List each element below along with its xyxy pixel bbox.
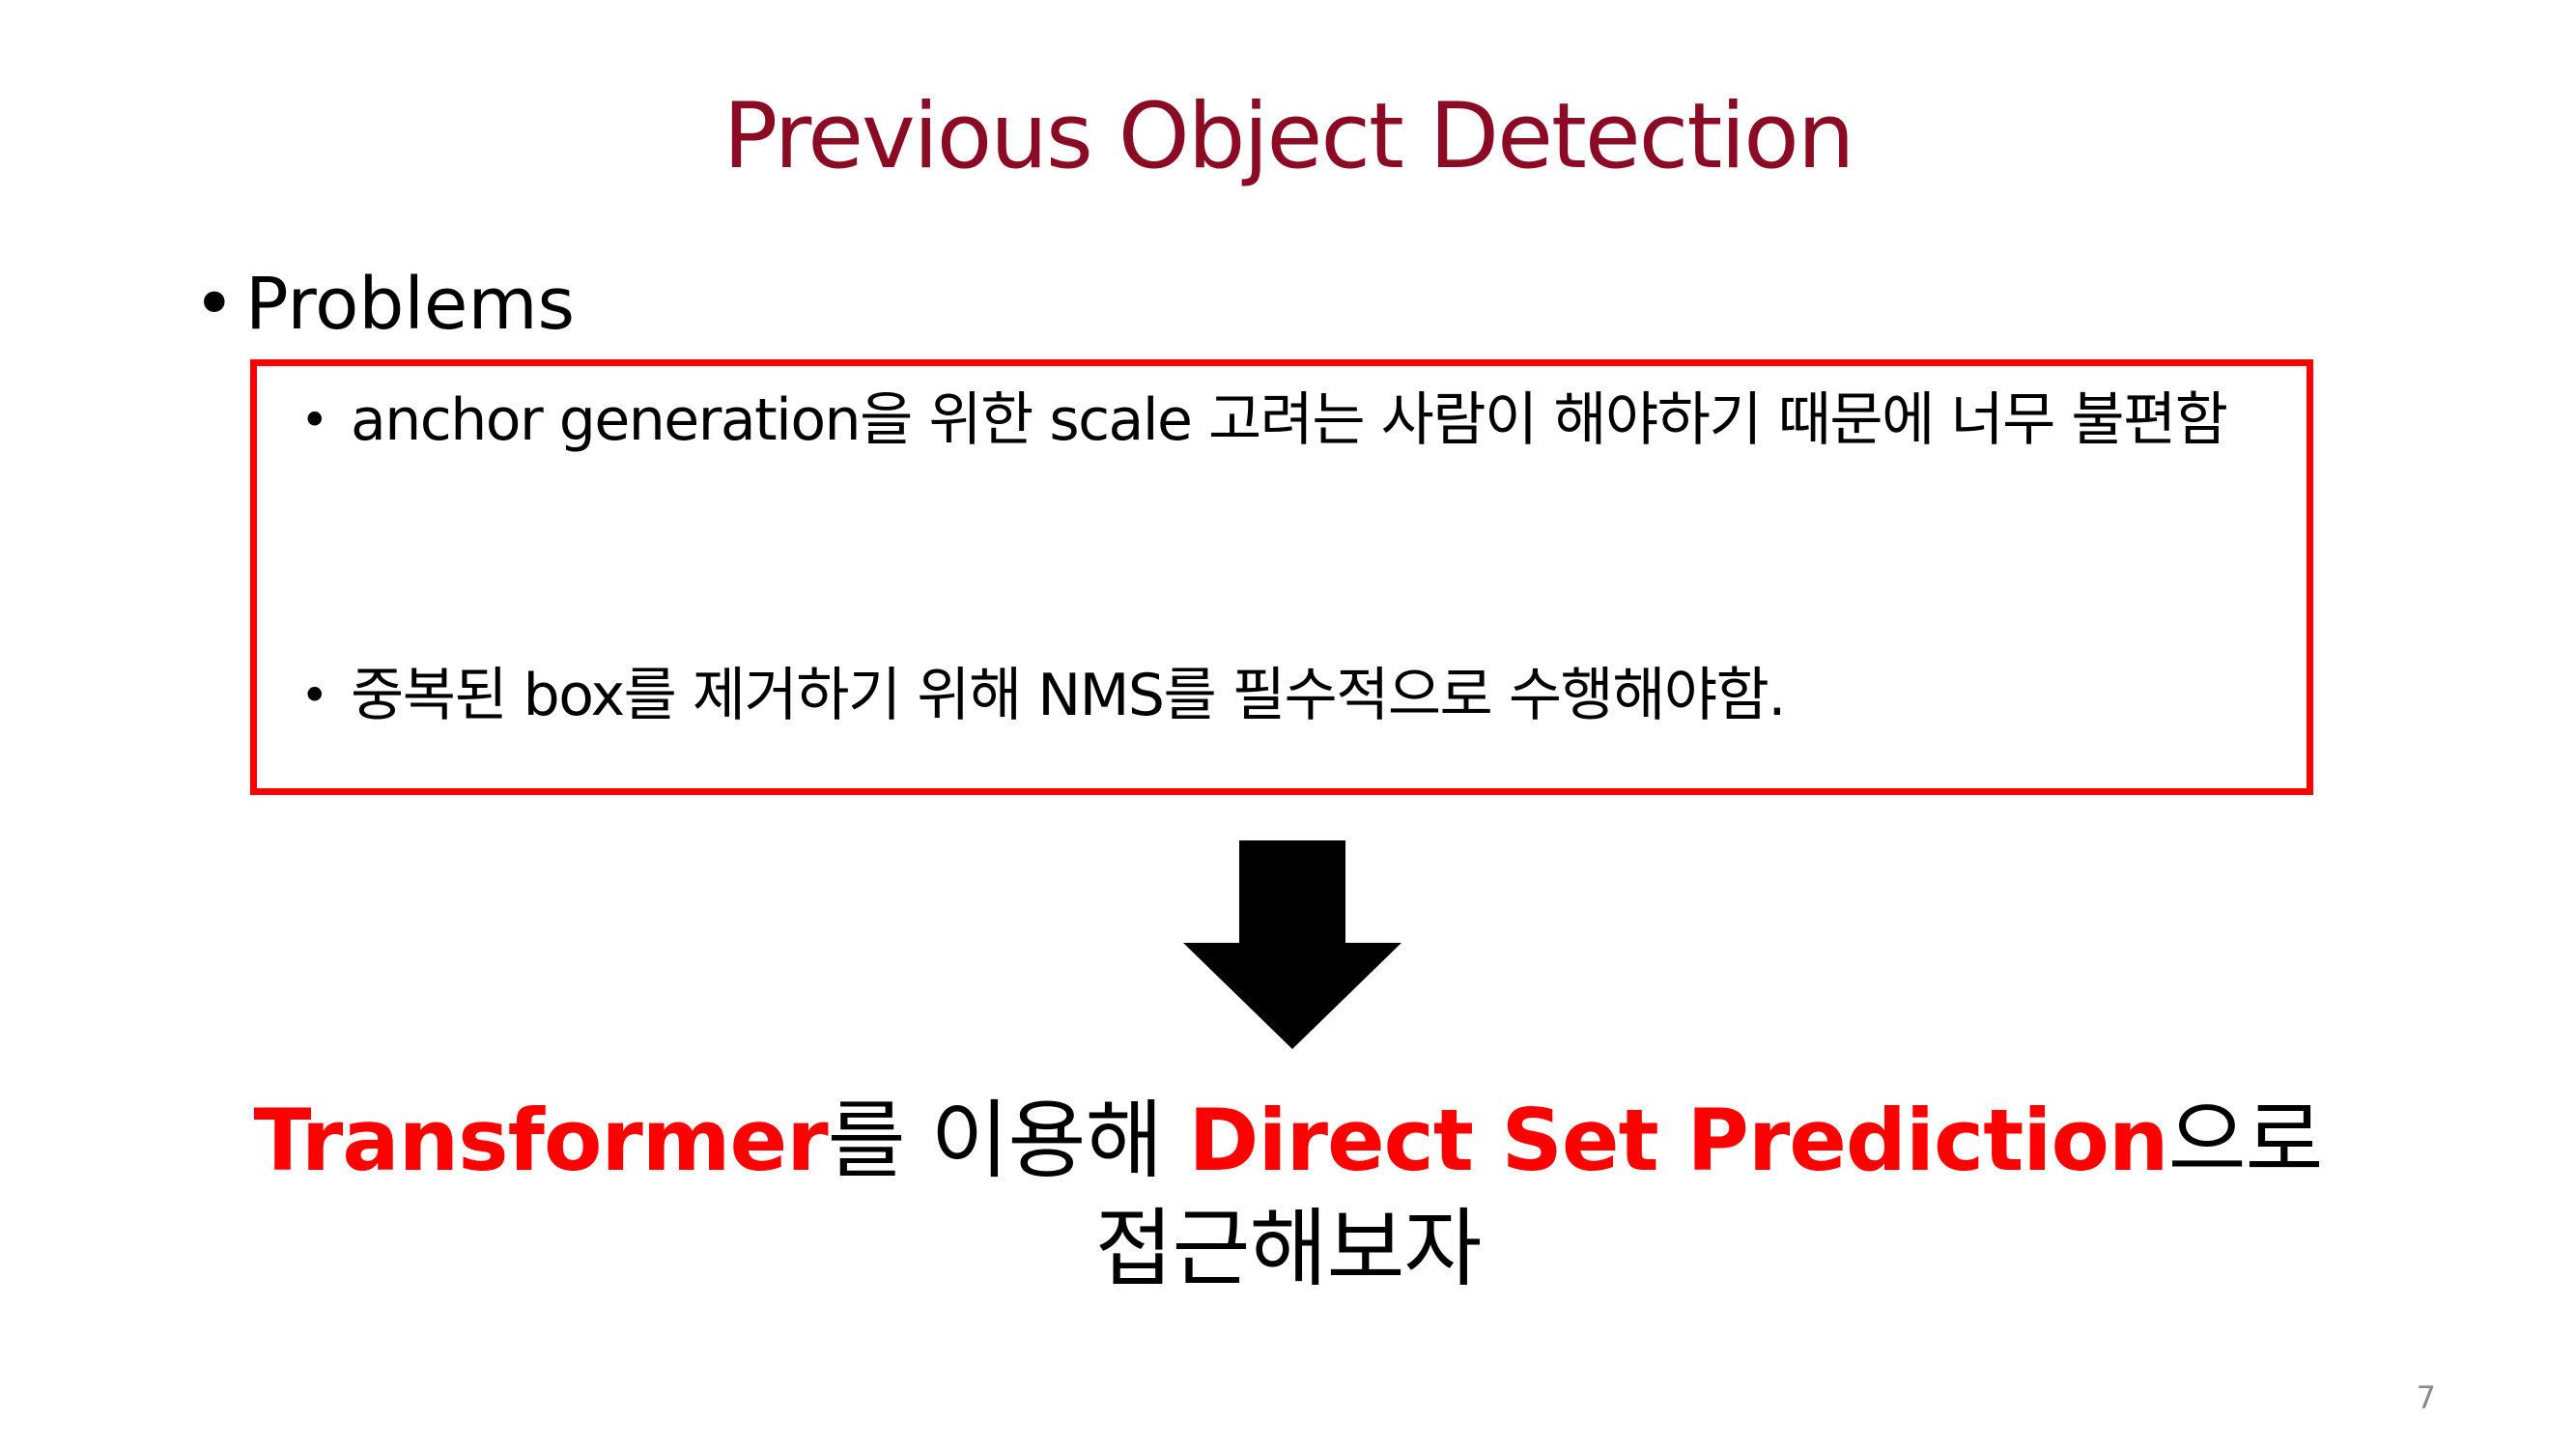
problems-heading: • Problems xyxy=(193,261,575,348)
conclusion-line-1: Transformer를 이용해 Direct Set Prediction으로 xyxy=(0,1087,2576,1195)
down-arrow-icon xyxy=(1183,840,1401,1049)
bullet-marker: • xyxy=(300,668,329,724)
problem-item-text: 중복된 box를 제거하기 위해 NMS를 필수적으로 수행해야함. xyxy=(351,662,1786,729)
conclusion-line-2: 접근해보자 xyxy=(1094,1199,1483,1298)
conclusion-suffix: 으로 xyxy=(2167,1091,2324,1190)
problem-item: • 중복된 box를 제거하기 위해 NMS를 필수적으로 수행해야함. xyxy=(300,651,2244,740)
conclusion-connector: 를 이용해 xyxy=(827,1091,1189,1190)
transformer-highlight: Transformer xyxy=(253,1091,829,1190)
slide-title: Previous Object Detection xyxy=(722,84,1855,189)
conclusion-text: Transformer를 이용해 Direct Set Prediction으로… xyxy=(0,1087,2576,1303)
problems-label: Problems xyxy=(245,263,576,346)
problem-item-text: anchor generation을 위한 scale 고려는 사람이 해야하기… xyxy=(351,386,2228,454)
direct-set-prediction-highlight: Direct Set Prediction xyxy=(1188,1091,2168,1190)
problem-item: • anchor generation을 위한 scale 고려는 사람이 해야… xyxy=(300,376,2244,465)
bullet-marker: • xyxy=(300,392,329,448)
bullet-marker: • xyxy=(193,263,236,346)
page-number: 7 xyxy=(2416,1379,2436,1416)
problems-box: • anchor generation을 위한 scale 고려는 사람이 해야… xyxy=(250,359,2313,795)
down-arrow-shape xyxy=(1183,840,1401,1049)
